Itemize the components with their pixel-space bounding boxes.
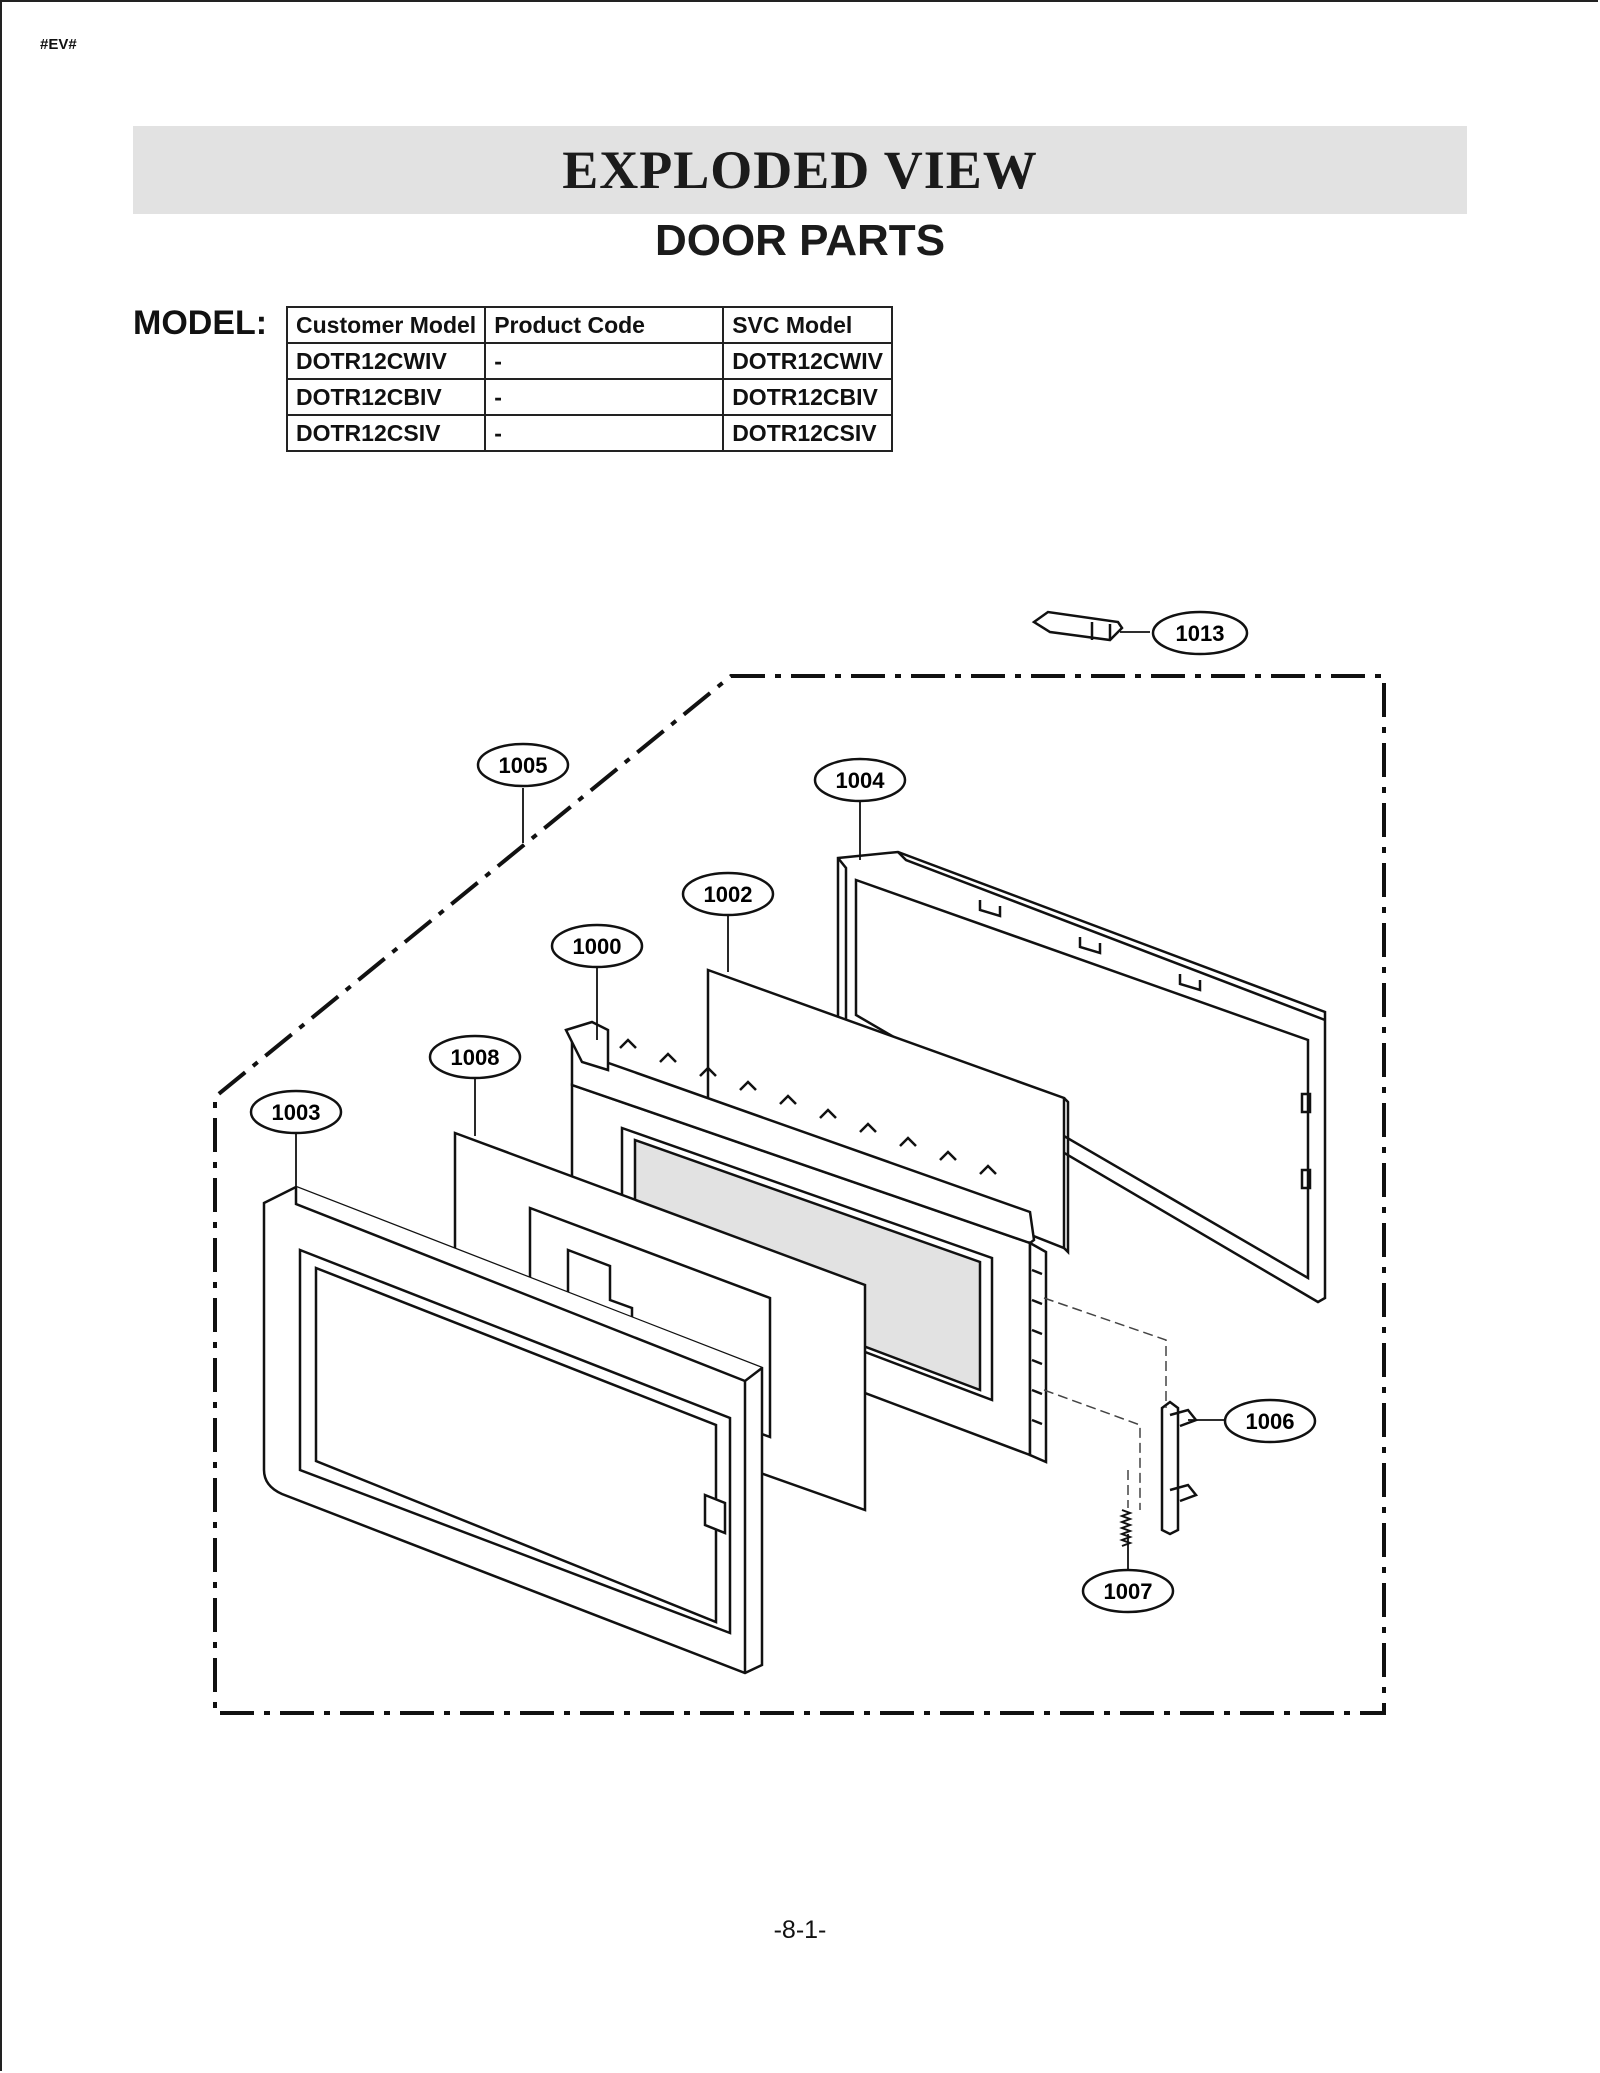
product-code-cell: -	[484, 414, 725, 452]
header-svc-model: SVC Model	[722, 306, 893, 344]
table-row: DOTR12CSIV - DOTR12CSIV	[285, 414, 893, 452]
customer-model-cell: DOTR12CBIV	[285, 378, 487, 416]
table-row: DOTR12CBIV - DOTR12CBIV	[285, 378, 893, 416]
callout-1002: 1002	[681, 871, 775, 917]
callout-label: 1003	[272, 1100, 321, 1125]
header-customer-model: Customer Model	[285, 306, 487, 344]
assembly-guide-lines	[1043, 1297, 1167, 1510]
title-band: EXPLODED VIEW	[133, 126, 1467, 214]
callout-1013: 1013	[1151, 610, 1249, 656]
page-title: EXPLODED VIEW	[562, 140, 1038, 200]
callout-label: 1000	[573, 934, 622, 959]
callout-1005: 1005	[476, 742, 570, 788]
model-label: MODEL:	[133, 304, 268, 342]
document-tag: #EV#	[40, 36, 77, 53]
header-product-code: Product Code	[484, 306, 725, 344]
part-1013-bracket	[1031, 610, 1124, 642]
model-table-header: Customer Model Product Code SVC Model	[285, 306, 893, 344]
callout-1000: 1000	[550, 923, 644, 969]
callout-label: 1006	[1246, 1409, 1295, 1434]
part-1002-glass-panel	[706, 968, 1070, 1256]
page-number: -8-1-	[773, 1916, 827, 1944]
callout-label: 1013	[1176, 621, 1225, 646]
customer-model-cell: DOTR12CSIV	[285, 414, 487, 452]
callout-1003: 1003	[249, 1089, 343, 1135]
product-code-cell: -	[484, 342, 725, 380]
table-row: DOTR12CWIV - DOTR12CWIV	[285, 342, 893, 380]
callout-1007: 1007	[1081, 1568, 1175, 1614]
model-table: Customer Model Product Code SVC Model DO…	[285, 306, 893, 452]
callout-1008: 1008	[428, 1034, 522, 1080]
assembly-boundary	[213, 674, 1386, 1715]
svc-model-cell: DOTR12CSIV	[722, 414, 893, 452]
page-subtitle: DOOR PARTS	[654, 216, 946, 265]
callout-1006: 1006	[1223, 1398, 1317, 1444]
callout-label: 1005	[499, 753, 548, 778]
callout-label: 1007	[1104, 1579, 1153, 1604]
callout-label: 1008	[451, 1045, 500, 1070]
part-1007-spring	[1119, 1509, 1133, 1547]
customer-model-cell: DOTR12CWIV	[285, 342, 487, 380]
part-1006-latch-hook	[1160, 1400, 1199, 1536]
svc-model-cell: DOTR12CBIV	[722, 378, 893, 416]
product-code-cell: -	[484, 378, 725, 416]
part-1003-front-frame	[262, 1185, 764, 1675]
callout-1004: 1004	[813, 757, 907, 803]
callout-label: 1004	[836, 768, 886, 793]
callout-leaders	[295, 631, 1226, 1570]
svc-model-cell: DOTR12CWIV	[722, 342, 893, 380]
callout-label: 1002	[704, 882, 753, 907]
